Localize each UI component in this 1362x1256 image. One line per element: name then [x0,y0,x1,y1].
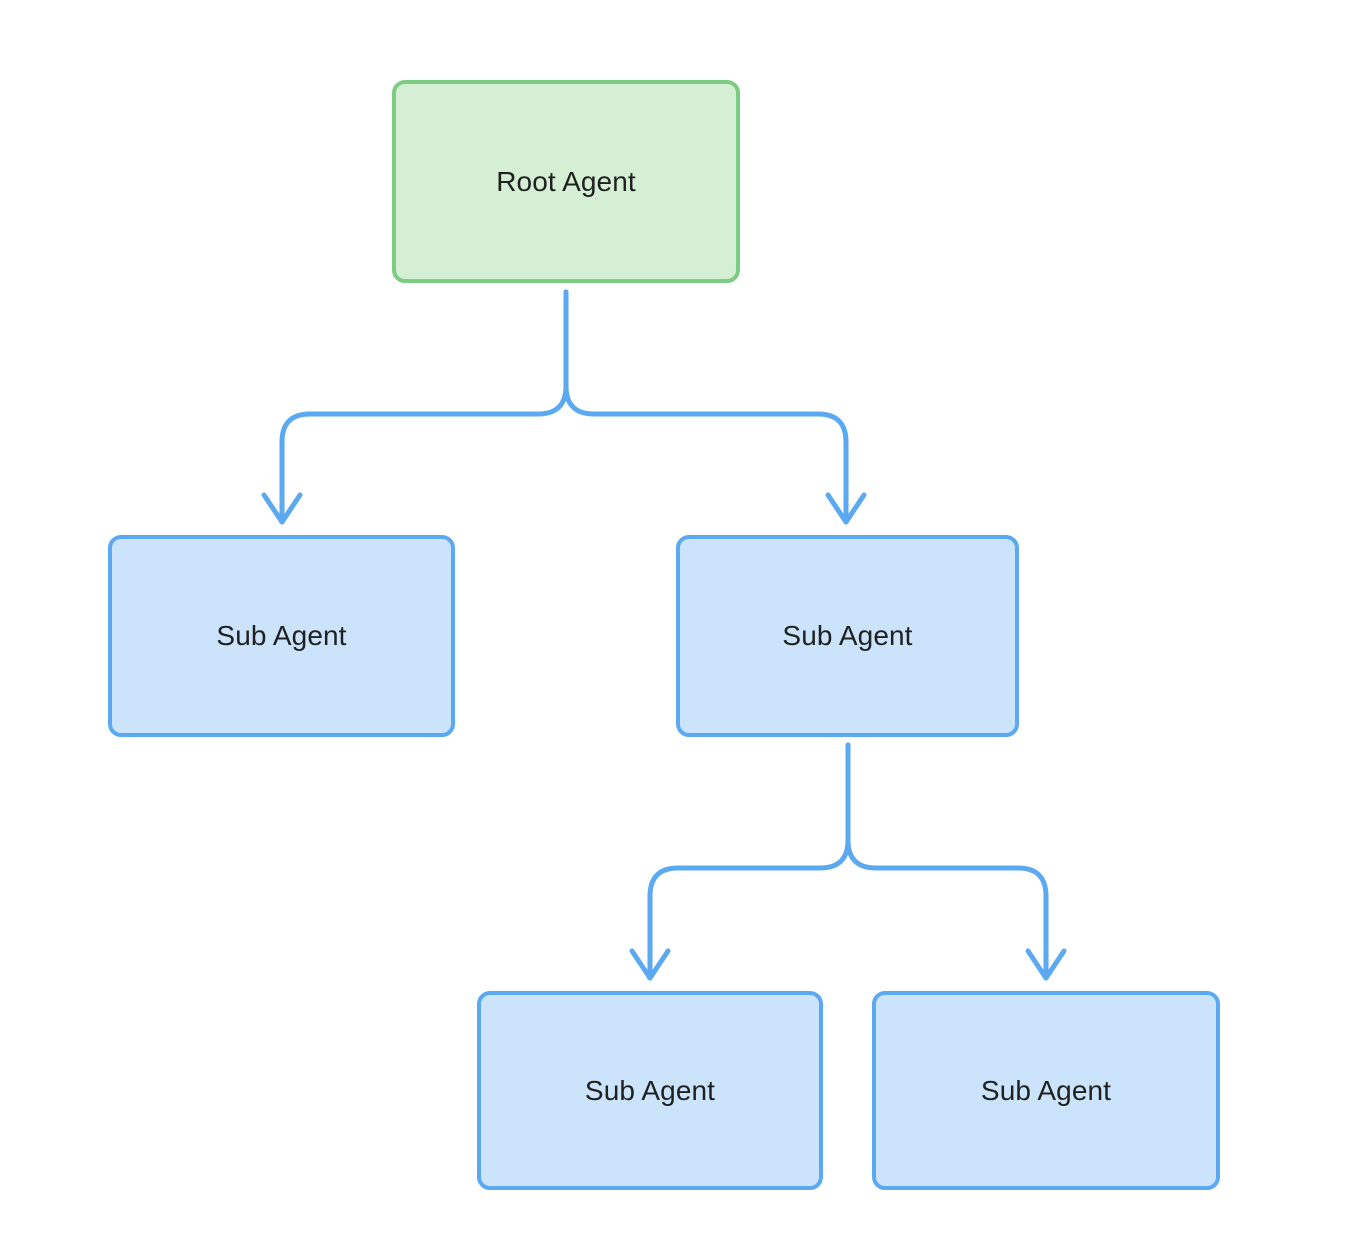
edge-root-sub2-arrowhead [825,492,867,525]
edge-sub2-sub4-arrowhead [1025,948,1067,981]
node-sub-agent-3[interactable]: Sub Agent [477,991,823,1190]
node-root-agent-label: Root Agent [496,165,636,197]
node-sub-agent-2-label: Sub Agent [782,620,913,651]
node-root-agent[interactable]: Root Agent [392,80,740,283]
edge-root-sub1-arrowhead [261,492,303,525]
node-sub-agent-3-label: Sub Agent [584,1074,716,1106]
node-sub-agent-1[interactable]: Sub Agent [108,535,455,737]
node-sub-agent-4[interactable]: Sub Agent [872,991,1220,1190]
edge-root-sub2 [563,289,849,525]
edge-sub2-sub3 [647,742,851,981]
edge-root-sub1 [279,289,569,525]
edge-sub2-sub4 [845,742,1049,981]
edge-sub2-sub3-arrowhead [629,948,671,981]
node-sub-agent-4-label: Sub Agent [980,1074,1112,1106]
node-sub-agent-1-label: Sub Agent [216,620,347,651]
node-sub-agent-2[interactable]: Sub Agent [676,535,1019,737]
